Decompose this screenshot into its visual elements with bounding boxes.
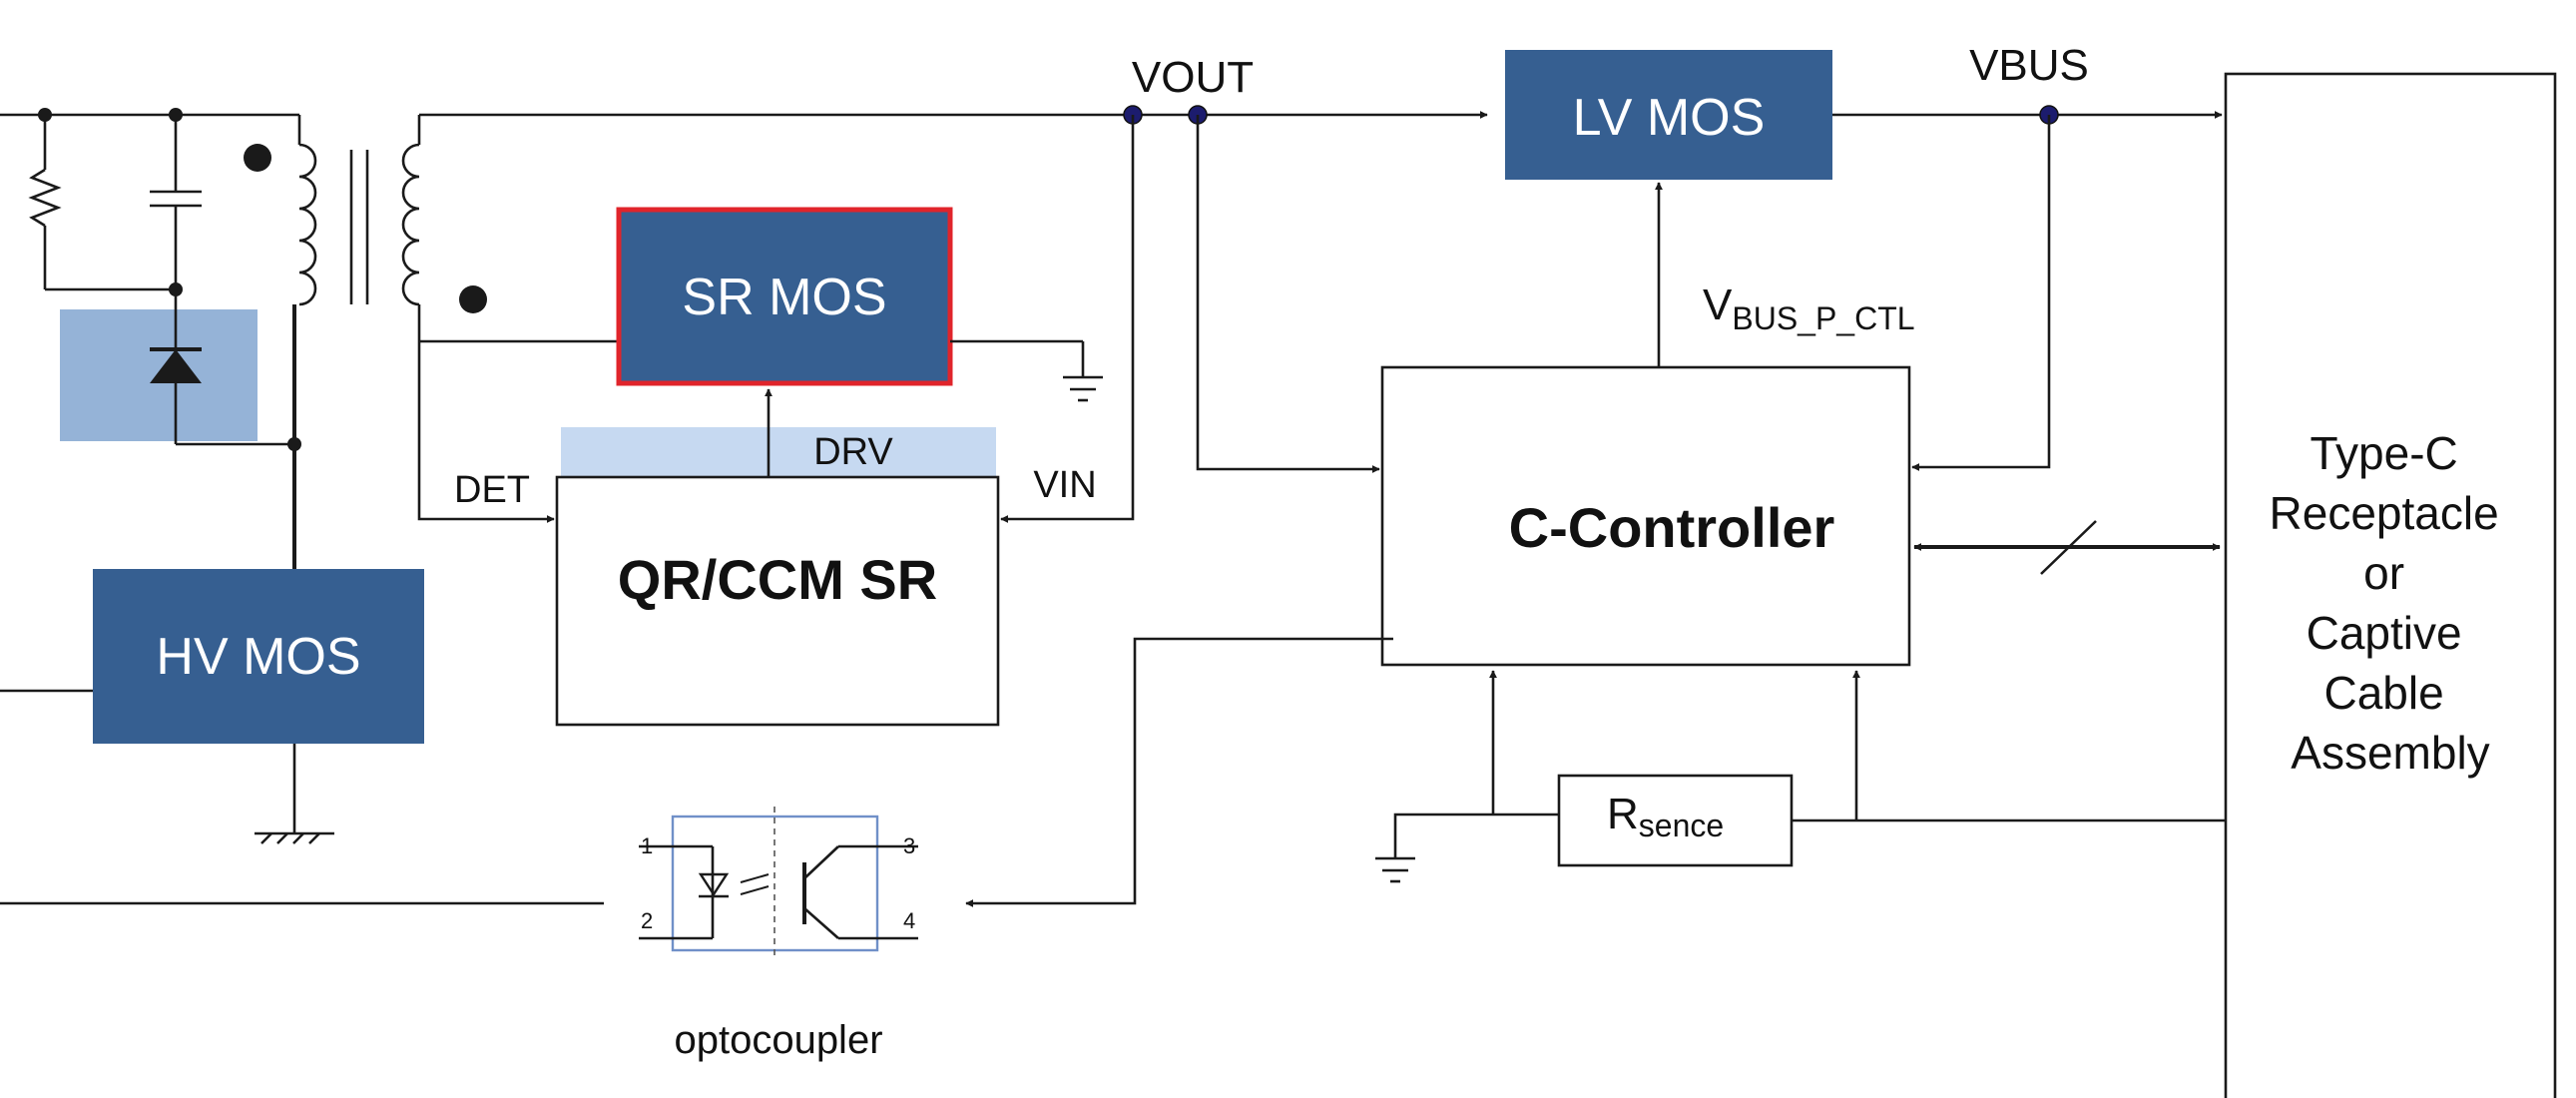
typec-receptacle-block: Type-C Receptacle or Captive Cable Assem…: [2224, 72, 2557, 1098]
lv-mos-block: LV MOS: [1505, 50, 1832, 180]
sr-mos-block: SR MOS: [616, 207, 953, 386]
vbus-p-ctl-label: VBUS_P_CTL: [1703, 280, 1915, 336]
pin1-label: 1: [641, 833, 653, 858]
rcd-snubber: [0, 108, 301, 451]
qr-ccm-sr-block: QR/CCM SR: [555, 475, 1000, 727]
snubber-diode: [150, 289, 294, 446]
rsence-ground: [1375, 856, 1415, 883]
pin2-label: 2: [641, 908, 653, 933]
hv-mos-ground: [255, 744, 334, 844]
pin4-label: 4: [903, 908, 915, 933]
optocoupler: 1 2 3 4: [639, 807, 918, 960]
primary-dot: [244, 144, 271, 172]
pin3-label: 3: [903, 833, 915, 858]
vout-label: VOUT: [1132, 53, 1254, 102]
hv-mos-label: HV MOS: [156, 628, 360, 686]
vin-label: VIN: [1033, 464, 1096, 506]
c-controller-label: C-Controller: [1509, 496, 1835, 559]
snubber-capacitor: [150, 115, 202, 289]
vbus-label: VBUS: [1969, 41, 2089, 90]
secondary-dot: [459, 285, 487, 313]
qr-ccm-sr-label: QR/CCM SR: [618, 548, 937, 611]
rsence-label: Rsence: [1607, 790, 1724, 843]
sr-mos-label: SR MOS: [682, 269, 886, 326]
c-controller-block: C-Controller: [1380, 365, 1911, 667]
hv-mos-block: HV MOS: [93, 569, 424, 744]
drv-label: DRV: [813, 431, 893, 473]
sr-ground: [1063, 341, 1103, 402]
optocoupler-label: optocoupler: [674, 1018, 882, 1062]
snubber-resistor: [28, 115, 176, 291]
lv-mos-label: LV MOS: [1573, 89, 1766, 147]
transformer: [244, 115, 487, 569]
det-label: DET: [454, 469, 530, 511]
drv-band: [561, 427, 996, 477]
rsence-block: Rsence: [1557, 774, 1794, 867]
svg-text:Type-C Receptacle: Type-C Receptacle or Captive Cable Assem…: [2270, 427, 2512, 779]
